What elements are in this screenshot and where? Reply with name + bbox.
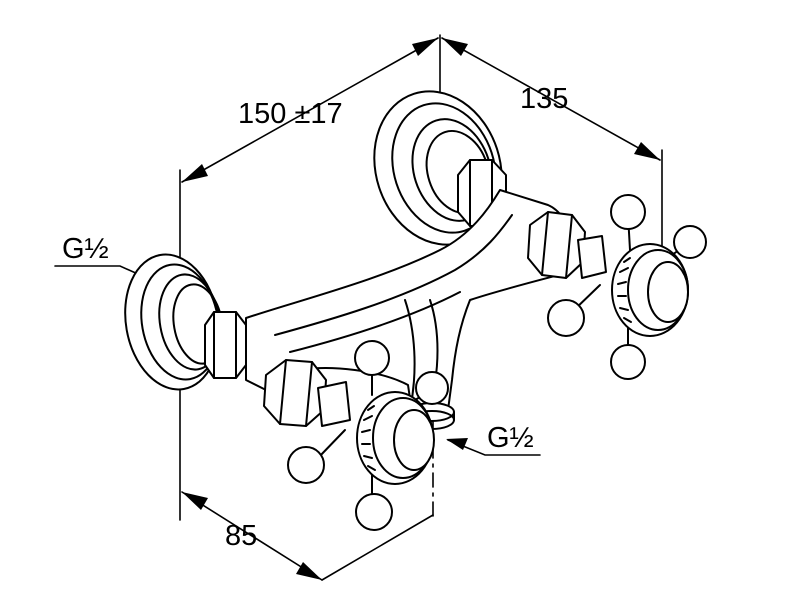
rear-valve-hex	[527, 211, 607, 279]
dimension-85: 85	[225, 520, 257, 552]
dimension-150: 150 ±17	[238, 98, 343, 130]
front-cross-handle	[287, 340, 449, 531]
faucet-body	[124, 90, 707, 531]
thread-label-outlet: G½	[487, 422, 534, 454]
front-valve-hex	[263, 359, 351, 427]
thread-label-inlet: G½	[62, 233, 109, 265]
front-connector-nut	[204, 311, 247, 379]
rear-cross-handle	[547, 194, 707, 380]
dimension-135: 135	[520, 83, 568, 115]
